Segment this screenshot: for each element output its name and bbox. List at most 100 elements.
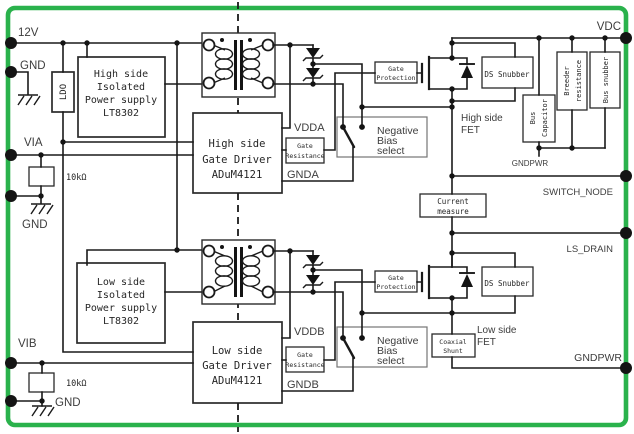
- hs-drv-line2: Gate Driver: [202, 154, 272, 166]
- zener-diode: [302, 255, 324, 269]
- pulldown-resistor-low: [28, 372, 55, 393]
- polarity-dot: [248, 245, 252, 249]
- label-gnd-top: GND: [20, 60, 46, 72]
- label-switch-node: SWITCH_NODE: [543, 187, 613, 198]
- node-gnd-top: [5, 66, 17, 78]
- neg-bias-low-line3: select: [377, 355, 405, 367]
- ds-snubber-high-label: DS Snubber: [484, 70, 530, 79]
- label-via: VIA: [24, 137, 43, 149]
- zener-diode: [302, 48, 324, 62]
- neg-bias-high-line2: Bias: [377, 135, 397, 147]
- high-side-secondary-wiring: [272, 44, 453, 182]
- low-side-transformer: [201, 239, 276, 305]
- bus-snubber-label: Bus snubber: [602, 57, 610, 103]
- neg-bias-high-line1: Negative: [377, 125, 419, 137]
- board-outline: [5, 5, 629, 428]
- junction-dots: [38, 35, 608, 404]
- label-gnd-mid: GND: [22, 219, 48, 231]
- ls-ps-line3: Power supply: [85, 303, 157, 314]
- neg-bias-low-line2: Bias: [377, 345, 397, 357]
- body-diode: [461, 274, 473, 287]
- breeder-line2: resistance: [575, 60, 583, 102]
- negative-bias-select-box-low: [336, 326, 428, 368]
- ground-symbol: [31, 405, 55, 417]
- label-gndpwr-top: GNDPWR: [512, 159, 549, 168]
- hs-drv-line1: High side: [209, 138, 266, 150]
- node-12v: [5, 37, 17, 49]
- node-switch-node: [620, 170, 632, 182]
- polarity-dot: [220, 38, 224, 42]
- high-side-power-supply-box: [77, 56, 166, 138]
- current-measure-box: [419, 193, 487, 218]
- label-12v: 12V: [18, 27, 39, 39]
- bus-cap-line2: Capacitor: [541, 99, 549, 137]
- body-diode: [461, 65, 473, 78]
- node-vib: [5, 357, 17, 369]
- label-10k-low: 10kΩ: [66, 379, 86, 389]
- pulldown-resistor-high: [28, 166, 55, 187]
- low-side-snubber-shunt-wiring: [451, 252, 627, 369]
- low-side-fet: [420, 252, 475, 335]
- low-side-power-supply-box: [76, 262, 166, 344]
- hs-fet-line2: FET: [461, 125, 480, 136]
- hs-ps-line3: Power supply: [85, 95, 157, 106]
- hs-drv-line3: ADuM4121: [212, 169, 263, 181]
- label-ls-drain: LS_DRAIN: [567, 244, 614, 255]
- negative-bias-select-box-high: [336, 116, 428, 158]
- hs-ps-line2: Isolated: [97, 82, 145, 93]
- label-vdc: VDC: [597, 21, 621, 33]
- hs-ps-line4: LT8302: [103, 108, 139, 119]
- current-measure-line2: measure: [437, 207, 469, 216]
- label-vddb: VDDB: [294, 326, 325, 338]
- bus-cap-line1: Bus: [529, 112, 537, 125]
- coaxial-shunt-line1: Coaxial: [439, 338, 466, 346]
- bus-capacitor-box: [522, 94, 556, 143]
- node-vdc: [620, 32, 632, 44]
- gate-res-high-line2: Resistance: [285, 152, 324, 160]
- ground-symbols: [17, 94, 55, 417]
- ls-fet-line2: FET: [477, 337, 496, 348]
- high-side-gate-driver-box: [192, 112, 283, 194]
- label-vdda: VDDA: [294, 122, 325, 134]
- ds-snubber-low-label: DS Snubber: [484, 279, 530, 288]
- gate-res-high-line1: Gate: [297, 142, 313, 150]
- ls-ps-line4: LT8302: [103, 316, 139, 327]
- text-labels: 12V GND VIA GND VIB GND 10kΩ 10kΩ LDO Hi…: [18, 21, 622, 409]
- label-ldo: LDO: [59, 84, 69, 100]
- ls-drv-line3: ADuM4121: [212, 375, 263, 387]
- coaxial-shunt-box: [431, 333, 476, 358]
- label-gndpwr-bot: GNDPWR: [574, 352, 622, 364]
- hs-fet-line1: High side: [461, 113, 503, 124]
- coaxial-shunt-line2: Shunt: [443, 347, 463, 355]
- polarity-dot: [220, 245, 224, 249]
- component-boxes: [28, 51, 621, 404]
- gate-prot-low-line2: Protection: [376, 283, 415, 291]
- ls-fet-line1: Low side: [477, 325, 517, 336]
- gate-resistance-box-low: [285, 346, 325, 373]
- node-gndpwr: [620, 362, 632, 374]
- ds-snubber-box-high: [481, 56, 534, 89]
- breeder-line1: Breeder: [563, 66, 571, 96]
- node-ls-drain: [620, 227, 632, 239]
- low-side-secondary-wiring: [272, 250, 453, 392]
- label-10k-high: 10kΩ: [66, 173, 86, 183]
- ls-drv-line1: Low side: [212, 345, 263, 357]
- ls-ps-line2: Isolated: [97, 290, 145, 301]
- label-vib: VIB: [18, 338, 37, 350]
- zener-diode: [302, 68, 324, 82]
- hs-ps-line1: High side: [94, 69, 148, 80]
- gate-res-low-line2: Resistance: [285, 361, 324, 369]
- node-gnd-mid: [5, 190, 17, 202]
- current-measure-line1: Current: [437, 197, 469, 206]
- node-gnd-bot: [5, 395, 17, 407]
- neg-bias-low-line1: Negative: [377, 335, 419, 347]
- breeder-resistance-box: [556, 51, 588, 111]
- high-side-transformer: [201, 32, 276, 98]
- gate-resistance-box-high: [285, 137, 325, 164]
- label-gnd-bot: GND: [55, 397, 81, 409]
- spdt-switch-high: [341, 125, 356, 149]
- neg-bias-high-line3: select: [377, 145, 405, 157]
- polarity-dot: [248, 38, 252, 42]
- label-gnda: GNDA: [287, 169, 319, 181]
